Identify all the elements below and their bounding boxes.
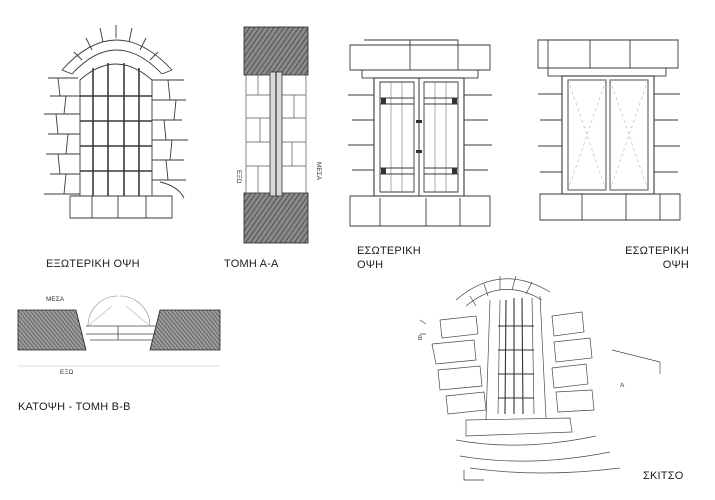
plan-outside-annotation: ΕΞΩ bbox=[60, 369, 74, 376]
section-inside-annotation: ΜΕΣΑ bbox=[315, 162, 322, 181]
exterior-elevation-drawing bbox=[44, 25, 188, 219]
plan-inside-annotation: ΜΕΣΑ bbox=[46, 296, 65, 303]
section-aa-drawing bbox=[243, 26, 309, 244]
interior-view-2-label-line1: ΕΣΩΤΕΡΙΚΗ bbox=[625, 245, 689, 257]
sketch-label: ΣΚΙΤΣΟ bbox=[643, 470, 684, 482]
perspective-sketch-drawing bbox=[419, 275, 661, 481]
interior-view-1-label-line1: ΕΣΩΤΕΡΙΚΗ bbox=[357, 245, 421, 257]
sketch-marker-a: Α bbox=[620, 382, 625, 389]
sketch-marker-b: Β bbox=[418, 335, 423, 342]
section-aa-label: ΤΟΜΗ Α-Α bbox=[224, 258, 279, 270]
section-outside-annotation: ΕΞΩ bbox=[235, 170, 242, 184]
plan-section-bb-drawing bbox=[17, 295, 221, 367]
interior-elevation-shutters-drawing bbox=[348, 39, 492, 227]
exterior-view-label: ΕΞΩΤΕΡΙΚΗ ΟΨΗ bbox=[46, 258, 140, 270]
interior-view-1-label-line2: ΟΨΗ bbox=[357, 259, 384, 271]
plan-section-bb-label: ΚΑΤΟΨΗ - ΤΟΜΗ Β-Β bbox=[18, 401, 131, 413]
interior-elevation-glazed-drawing bbox=[537, 39, 681, 221]
interior-view-2-label-line2: ΟΨΗ bbox=[662, 259, 689, 271]
